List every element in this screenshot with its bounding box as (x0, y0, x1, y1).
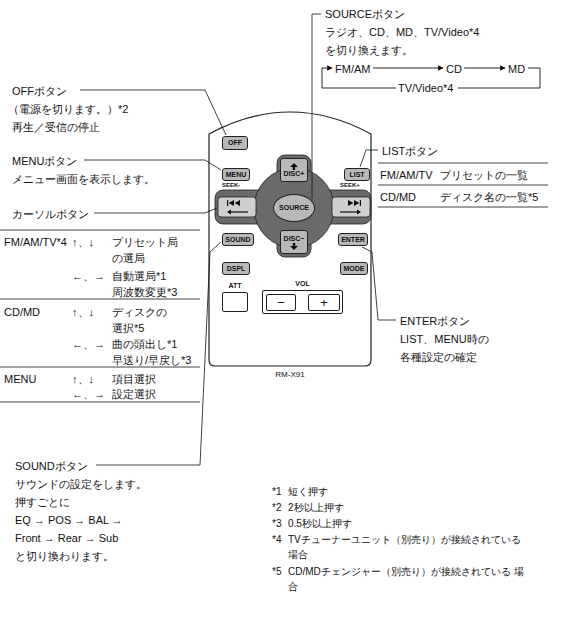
att-button: ATT (222, 292, 248, 312)
volume-rocker: VOL−+ (262, 290, 343, 314)
footnote-text: CD/MDチェンジャー（別売り）が接続されている 場合 (288, 564, 524, 594)
footnote-mark: *3 (272, 516, 281, 531)
button-label: SOURCE (279, 204, 309, 212)
button-label: OFF (228, 139, 242, 147)
button-label: MODE (344, 265, 365, 273)
table-cell: CD/MD (4, 304, 40, 320)
callout-text: （電源を切ります。）*2 (8, 101, 128, 117)
dspl-button: DSPL (222, 262, 250, 275)
source-name: FM/AM (335, 61, 370, 77)
callout-text: Front → Rear → Sub (15, 530, 118, 546)
table-cell: FM/AM/TV*4 (4, 234, 67, 250)
button-label: DISC− (284, 235, 305, 243)
table-cell: ↑、↓ (72, 304, 94, 320)
table-cell: 設定選択 (112, 386, 156, 402)
list-button: LIST (344, 168, 370, 181)
callout-heading: ENTERボタン (400, 313, 470, 329)
footnote-mark: *1 (272, 484, 281, 499)
mode-button: MODE (340, 262, 368, 275)
table-cell: 項目選択 (112, 371, 156, 387)
button-label: SOUND (225, 236, 250, 244)
disc-down-button: DISC− (280, 230, 308, 254)
callout-text: メニュー画面を表示します。 (12, 171, 155, 187)
callout-text: を切り換えます。 (325, 42, 413, 58)
table-cell: CD/MD (380, 189, 416, 205)
callout-heading: SOURCEボタン (325, 6, 405, 22)
menu-button: MENU (222, 168, 250, 181)
down-arrow-icon (290, 243, 298, 250)
button-label: − (277, 296, 285, 310)
footnote-mark: *2 (272, 500, 281, 515)
callout-text: と切り換わります。 (15, 548, 114, 564)
callout-text: ラジオ、CD、MD、TV/Video*4 (325, 24, 479, 40)
table-cell: ←、→ (72, 268, 105, 284)
table-cell: プリセット局 の選局 (112, 234, 184, 266)
button-label: ATT (228, 282, 241, 290)
source-name: MD (508, 61, 525, 77)
table-rules (0, 163, 548, 402)
table-cell: ↑、↓ (72, 371, 94, 387)
table-cell: ←、→ (72, 336, 105, 352)
footnote-text: 0.5秒以上押す (288, 516, 352, 531)
button-label: MENU (226, 171, 247, 179)
table-cell: 曲の頭出し*1 (112, 336, 177, 352)
footnote-mark: *4 (272, 532, 281, 547)
button-label: + (320, 296, 328, 310)
table-cell: ディスクの 選択*5 (112, 304, 172, 336)
table-cell: FM/AM/TV (380, 167, 433, 183)
footnote-text: 短く押す (288, 484, 328, 499)
cursor-pad (215, 155, 371, 257)
callout-heading: OFFボタン (12, 83, 67, 99)
model-name: RM-X91 (207, 370, 373, 379)
sound-button: SOUND (222, 233, 254, 246)
button-caption: SEEK+ (340, 181, 360, 189)
button-label: DISC+ (284, 170, 305, 178)
footnote-text: TVチューナーユニット（別売り）が接続されている 場合 (288, 532, 532, 562)
callout-text: LIST、MENU時の (400, 331, 489, 347)
seek-back-button (218, 197, 256, 217)
table-cell: ↑、↓ (72, 234, 94, 250)
button-label: LIST (349, 171, 364, 179)
source-button: SOURCE (273, 194, 315, 222)
table-cell: MENU (4, 371, 36, 387)
remote-body: RM-X91OFFMENUDISC+LISTSOURCESOUNDDISC−EN… (207, 100, 373, 368)
button-caption: SEEK- (222, 181, 240, 189)
volume-down-key: − (266, 294, 296, 311)
button-label: VOL (295, 280, 309, 288)
footnote-text: 2秒以上押す (288, 500, 344, 515)
callout-heading: カーソルボタン (12, 206, 89, 222)
footnote-mark: *5 (272, 564, 281, 579)
table-cell: 早送り/早戻し*3 (112, 352, 191, 368)
callout-text: 各種設定の確定 (400, 349, 477, 365)
table-cell: ディスク名の一覧*5 (440, 189, 538, 205)
seek-forward-button (332, 197, 370, 217)
volume-up-key: + (308, 294, 340, 311)
table-cell: プリセットの一覧 (440, 167, 528, 183)
callout-heading: MENUボタン (12, 153, 77, 169)
callout-heading: LISTボタン (382, 143, 438, 159)
off-button: OFF (222, 136, 248, 150)
button-label: DSPL (227, 265, 246, 273)
callout-text: サウンドの設定をします。 (15, 476, 147, 492)
source-name: TV/Video*4 (398, 80, 453, 96)
table-cell: 周波数変更*3 (112, 284, 177, 300)
source-name: CD (446, 61, 462, 77)
button-label: ENTER (341, 236, 365, 244)
callout-text: 再生／受信の停止 (12, 119, 100, 135)
table-cell: 自動選局*1 (112, 268, 166, 284)
leader-lines (80, 14, 396, 465)
up-arrow-icon (290, 163, 298, 170)
disc-up-button: DISC+ (280, 158, 308, 182)
callout-text: 押すごとに (15, 494, 70, 510)
remote-outline (209, 112, 371, 366)
table-cell: ←、→ (72, 386, 105, 402)
enter-button: ENTER (338, 233, 368, 246)
callout-text: EQ → POS → BAL → (15, 512, 123, 528)
callout-heading: SOUNDボタン (15, 458, 88, 474)
